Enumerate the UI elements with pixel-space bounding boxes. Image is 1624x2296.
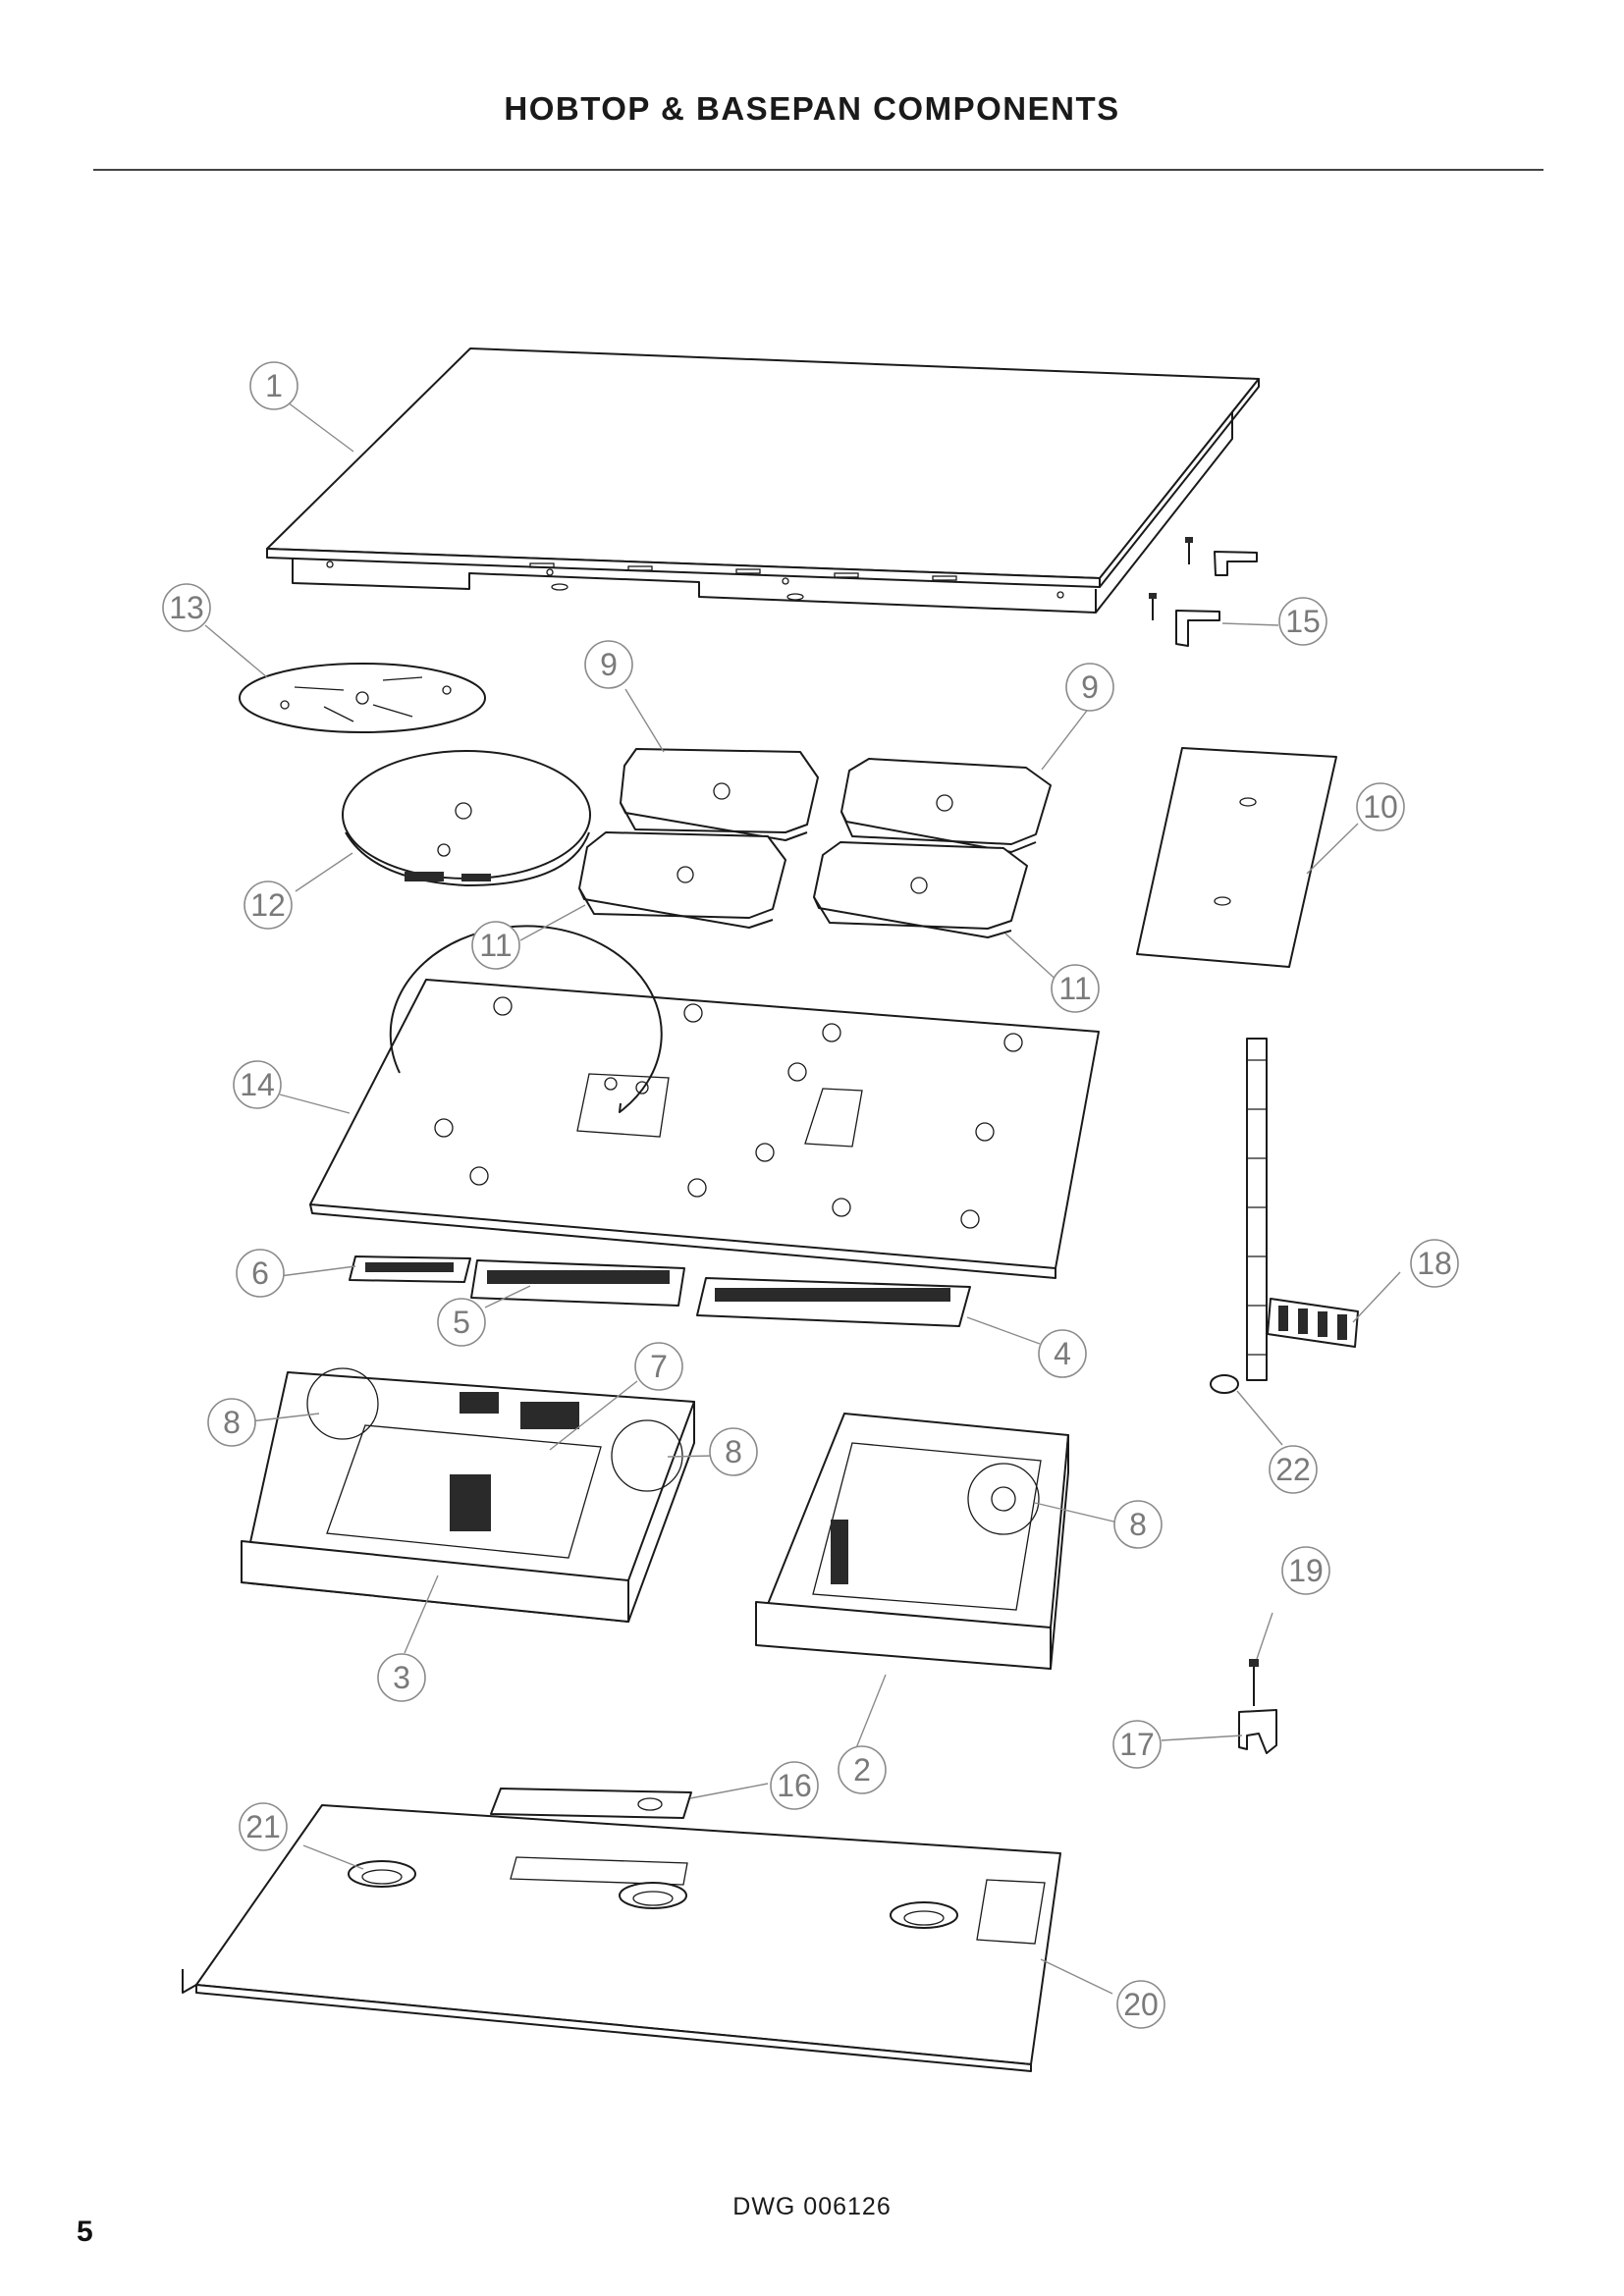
svg-text:6: 6 xyxy=(251,1255,269,1291)
callout-11-right: 11 xyxy=(1051,964,1100,1013)
callout-6: 6 xyxy=(236,1249,285,1298)
callout-8-right: 8 xyxy=(1113,1500,1163,1549)
callouts: 1 13 15 9 9 10 12 11 11 14 6 5 4 18 7 8 … xyxy=(162,361,1459,2029)
svg-text:8: 8 xyxy=(1129,1507,1147,1542)
svg-text:13: 13 xyxy=(169,590,204,625)
svg-text:9: 9 xyxy=(1081,669,1099,705)
callout-1: 1 xyxy=(249,361,298,410)
callout-10: 10 xyxy=(1356,782,1405,831)
part-insulation-sheet xyxy=(1136,747,1337,968)
svg-text:2: 2 xyxy=(853,1752,871,1788)
callout-5: 5 xyxy=(437,1298,486,1347)
svg-text:11: 11 xyxy=(1058,971,1091,1006)
svg-text:14: 14 xyxy=(240,1067,275,1102)
callout-21: 21 xyxy=(239,1802,288,1851)
svg-text:19: 19 xyxy=(1288,1553,1324,1588)
callout-17: 17 xyxy=(1112,1720,1162,1769)
svg-text:5: 5 xyxy=(453,1305,470,1340)
part-rectangular-coils xyxy=(578,748,1052,938)
callout-7: 7 xyxy=(634,1342,683,1391)
svg-text:1: 1 xyxy=(265,368,283,403)
svg-text:8: 8 xyxy=(725,1434,742,1469)
svg-text:16: 16 xyxy=(777,1768,812,1803)
callout-13: 13 xyxy=(162,583,211,632)
callout-8-middle: 8 xyxy=(709,1427,758,1476)
callout-2: 2 xyxy=(838,1745,887,1794)
svg-text:9: 9 xyxy=(600,647,618,682)
callout-16: 16 xyxy=(770,1761,819,1810)
part-round-induction-coil xyxy=(342,750,591,886)
svg-text:21: 21 xyxy=(245,1809,281,1844)
part-bracket-screw xyxy=(1238,1659,1277,1754)
part-cable-clips xyxy=(1267,1298,1359,1348)
callout-12: 12 xyxy=(244,881,293,930)
svg-text:10: 10 xyxy=(1363,789,1398,825)
callout-4: 4 xyxy=(1038,1329,1087,1378)
part-hobtop-glass xyxy=(266,347,1260,614)
callout-20: 20 xyxy=(1116,1980,1165,2029)
callout-leaders xyxy=(204,401,1401,1995)
svg-text:12: 12 xyxy=(250,887,286,923)
part-generator-module-left xyxy=(241,1367,695,1623)
callout-9-right: 9 xyxy=(1065,663,1114,712)
page-number: 5 xyxy=(77,2216,93,2248)
part-fixing-brackets xyxy=(1149,537,1258,647)
svg-text:18: 18 xyxy=(1417,1246,1452,1281)
callout-18: 18 xyxy=(1410,1239,1459,1288)
part-generator-module-right xyxy=(755,1413,1069,1670)
part-coil-carrier-disc xyxy=(239,663,486,733)
svg-text:22: 22 xyxy=(1275,1452,1311,1487)
svg-text:20: 20 xyxy=(1123,1987,1159,2022)
callout-15: 15 xyxy=(1278,597,1327,646)
svg-text:3: 3 xyxy=(393,1660,410,1695)
callout-19: 19 xyxy=(1281,1546,1330,1595)
callout-11-left: 11 xyxy=(471,921,520,970)
svg-text:15: 15 xyxy=(1285,604,1321,639)
svg-text:17: 17 xyxy=(1119,1727,1155,1762)
callout-8-left: 8 xyxy=(207,1398,256,1447)
title-rule xyxy=(93,169,1543,171)
callout-22: 22 xyxy=(1269,1445,1318,1494)
page-title: HOBTOP & BASEPAN COMPONENTS xyxy=(504,90,1120,127)
svg-text:11: 11 xyxy=(479,928,512,963)
callout-14: 14 xyxy=(233,1060,282,1109)
svg-text:8: 8 xyxy=(223,1405,241,1440)
part-basepan xyxy=(182,1804,1061,2072)
part-mains-cable-spring xyxy=(1210,1038,1268,1394)
part-interface-pcbs xyxy=(349,1255,971,1327)
callout-3: 3 xyxy=(377,1653,426,1702)
callout-9-left: 9 xyxy=(584,640,633,689)
svg-text:7: 7 xyxy=(650,1349,668,1384)
part-cover-plate xyxy=(490,1788,692,1819)
part-coil-support-tray xyxy=(309,925,1100,1279)
drawing-number: DWG 006126 xyxy=(732,2193,892,2220)
svg-text:4: 4 xyxy=(1054,1336,1071,1371)
